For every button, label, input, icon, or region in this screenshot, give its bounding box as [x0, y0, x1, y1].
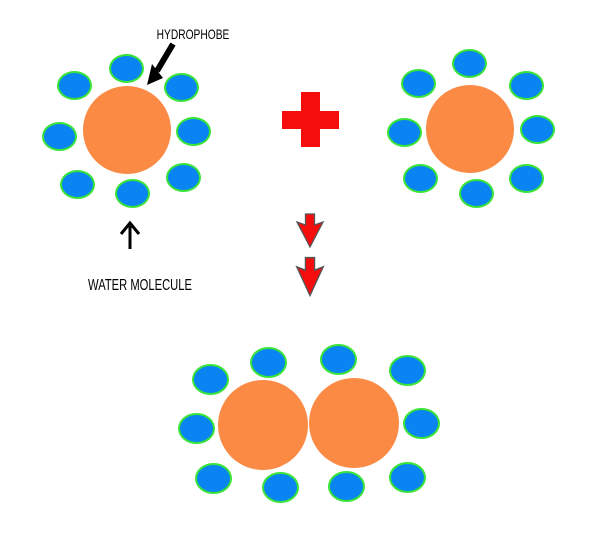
water-molecule: [195, 463, 232, 494]
water-molecule: [509, 164, 544, 193]
water-molecule: [389, 355, 426, 386]
water-molecule: [401, 69, 436, 98]
water-molecule: [192, 364, 229, 395]
water-molecule: [387, 118, 422, 147]
hydrophobe-circle: [83, 86, 171, 174]
water-molecule: [320, 344, 357, 375]
hydrophobe-circle: [426, 85, 514, 173]
water-molecule: [509, 71, 544, 100]
down-arrow-icon: [295, 213, 325, 298]
water-molecule: [60, 170, 95, 199]
water-molecule: [250, 347, 287, 378]
water-molecule: [115, 179, 150, 208]
water-molecule: [520, 115, 555, 144]
up-arrow-icon: [119, 220, 141, 249]
water-molecule: [389, 462, 426, 493]
water-molecule: [452, 49, 487, 78]
hydrophobe-label: HYDROPHOBE: [156, 26, 230, 42]
water-molecule: [403, 164, 438, 193]
water-molecule: [109, 54, 144, 83]
water-molecule: [176, 117, 211, 146]
hydrophobe-circle: [218, 380, 308, 470]
water-molecule: [328, 471, 365, 502]
down-left-arrow-icon: [147, 42, 176, 85]
water-molecule: [459, 179, 494, 208]
water-molecule: [178, 413, 215, 444]
water-molecule: [403, 408, 440, 439]
water-molecule: [166, 163, 201, 192]
water-molecule-label: WATER MOLECULE: [88, 277, 192, 294]
water-molecule: [57, 71, 92, 100]
water-molecule: [262, 472, 299, 503]
plus-icon: [282, 92, 339, 147]
water-molecule: [164, 73, 199, 102]
water-molecule: [42, 122, 77, 151]
hydrophobe-circle: [309, 378, 399, 468]
